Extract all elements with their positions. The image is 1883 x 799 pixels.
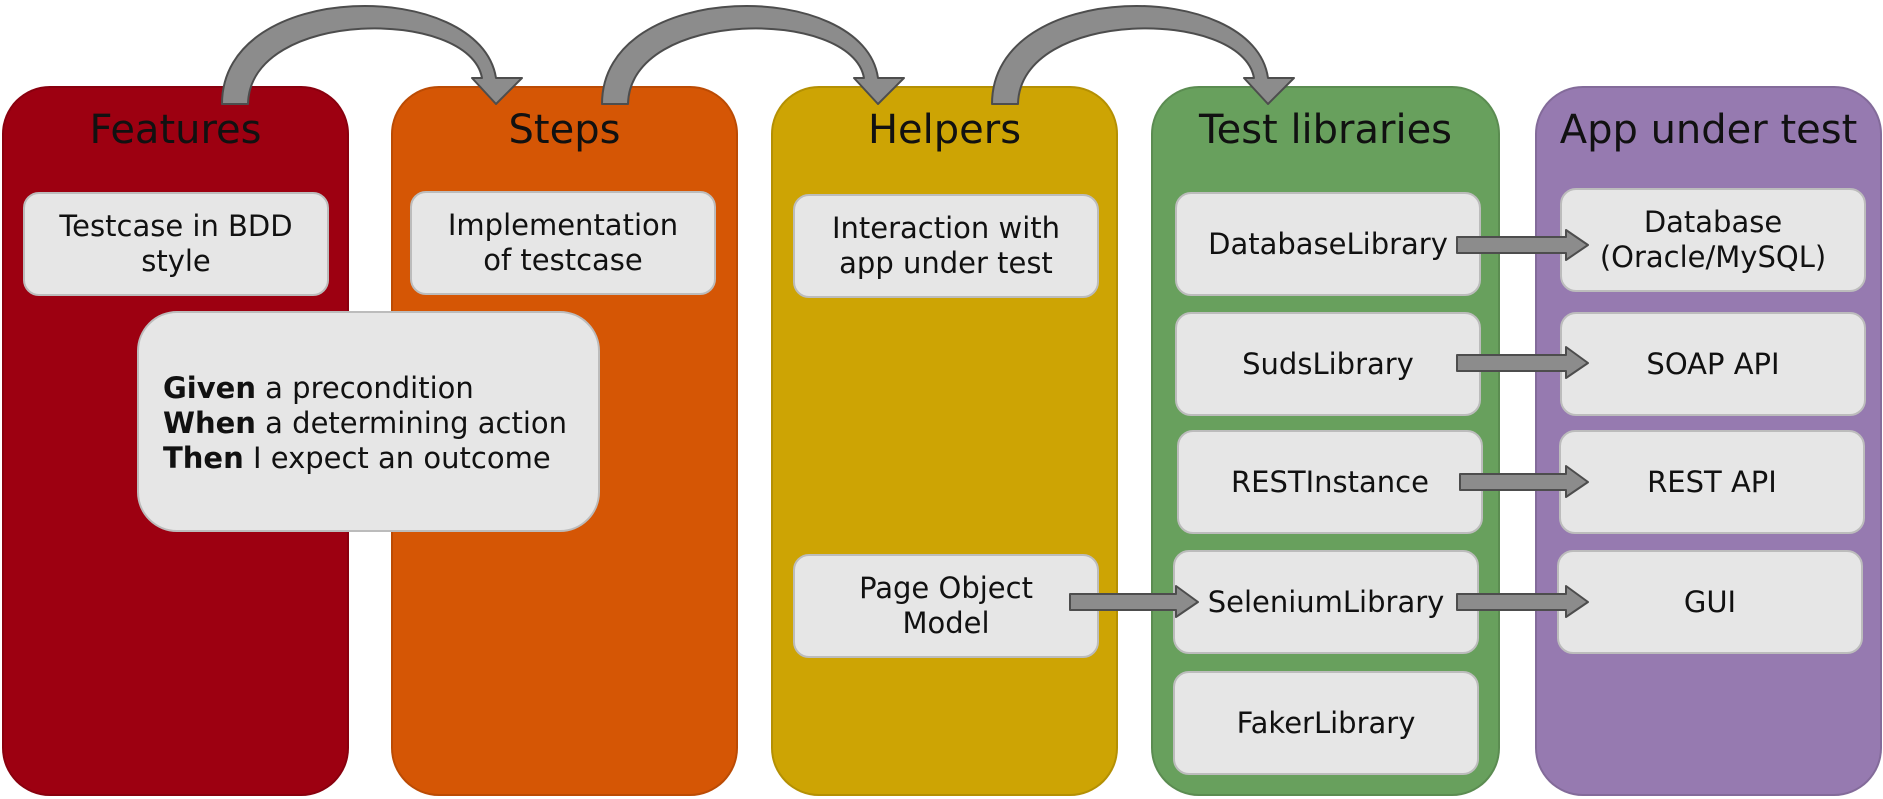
curved-arrow-features-steps (221, 4, 523, 105)
column-title-test-libraries: Test libraries (1198, 107, 1453, 153)
arrow-soap (1456, 346, 1589, 379)
bdd-then-line: Then I expect an outcome (163, 441, 598, 476)
bdd-given-text: a precondition (255, 371, 474, 405)
app-box-database: Database (Oracle/MySQL) (1560, 188, 1866, 292)
page-object-model-label: Page Object Model (859, 571, 1033, 640)
library-label-rest: RESTInstance (1231, 464, 1429, 499)
column-test-libraries: Test libraries DatabaseLibrary SudsLibra… (1151, 86, 1500, 796)
library-label-database: DatabaseLibrary (1208, 226, 1448, 261)
app-box-soap: SOAP API (1560, 312, 1866, 416)
testcase-bdd-box: Testcase in BDD style (23, 192, 329, 296)
library-label-selenium: SeleniumLibrary (1207, 584, 1445, 619)
app-label-database: Database (Oracle/MySQL) (1599, 205, 1827, 274)
bdd-when-text: a determining action (255, 406, 568, 440)
library-box-database: DatabaseLibrary (1175, 192, 1481, 296)
bdd-scenario-box: Given a precondition When a determining … (137, 311, 600, 532)
bdd-when-line: When a determining action (163, 406, 598, 441)
library-label-faker: FakerLibrary (1236, 705, 1416, 740)
app-label-gui: GUI (1683, 584, 1737, 619)
curved-arrow-helpers-libraries (991, 4, 1295, 105)
arrow-rest (1459, 465, 1589, 498)
bdd-given-line: Given a precondition (163, 371, 598, 406)
interaction-box: Interaction with app under test (793, 194, 1099, 298)
column-title-features: Features (89, 107, 262, 153)
bdd-then-text: I expect an outcome (243, 441, 551, 475)
library-box-selenium: SeleniumLibrary (1173, 550, 1479, 654)
library-box-faker: FakerLibrary (1173, 671, 1479, 775)
column-title-app-under-test: App under test (1559, 107, 1858, 153)
bdd-then-keyword: Then (163, 441, 244, 475)
arrow-database (1456, 229, 1589, 261)
bdd-given-keyword: Given (163, 371, 256, 405)
library-box-rest: RESTInstance (1177, 430, 1483, 534)
library-label-suds: SudsLibrary (1242, 346, 1414, 381)
implementation-box: Implementation of testcase (410, 191, 716, 295)
bdd-when-keyword: When (163, 406, 256, 440)
testcase-bdd-label: Testcase in BDD style (59, 209, 293, 278)
column-title-helpers: Helpers (867, 107, 1022, 153)
curved-arrow-steps-helpers (601, 4, 905, 105)
library-box-suds: SudsLibrary (1175, 312, 1481, 416)
column-app-under-test: App under test Database (Oracle/MySQL) S… (1535, 86, 1882, 796)
app-label-soap: SOAP API (1646, 346, 1780, 381)
implementation-label: Implementation of testcase (447, 208, 679, 277)
column-title-steps: Steps (508, 107, 621, 153)
arrow-page-object-selenium (1069, 585, 1199, 618)
interaction-label: Interaction with app under test (831, 211, 1061, 280)
app-label-rest: REST API (1647, 464, 1777, 499)
app-box-rest: REST API (1559, 430, 1865, 534)
arrow-gui (1456, 585, 1589, 618)
